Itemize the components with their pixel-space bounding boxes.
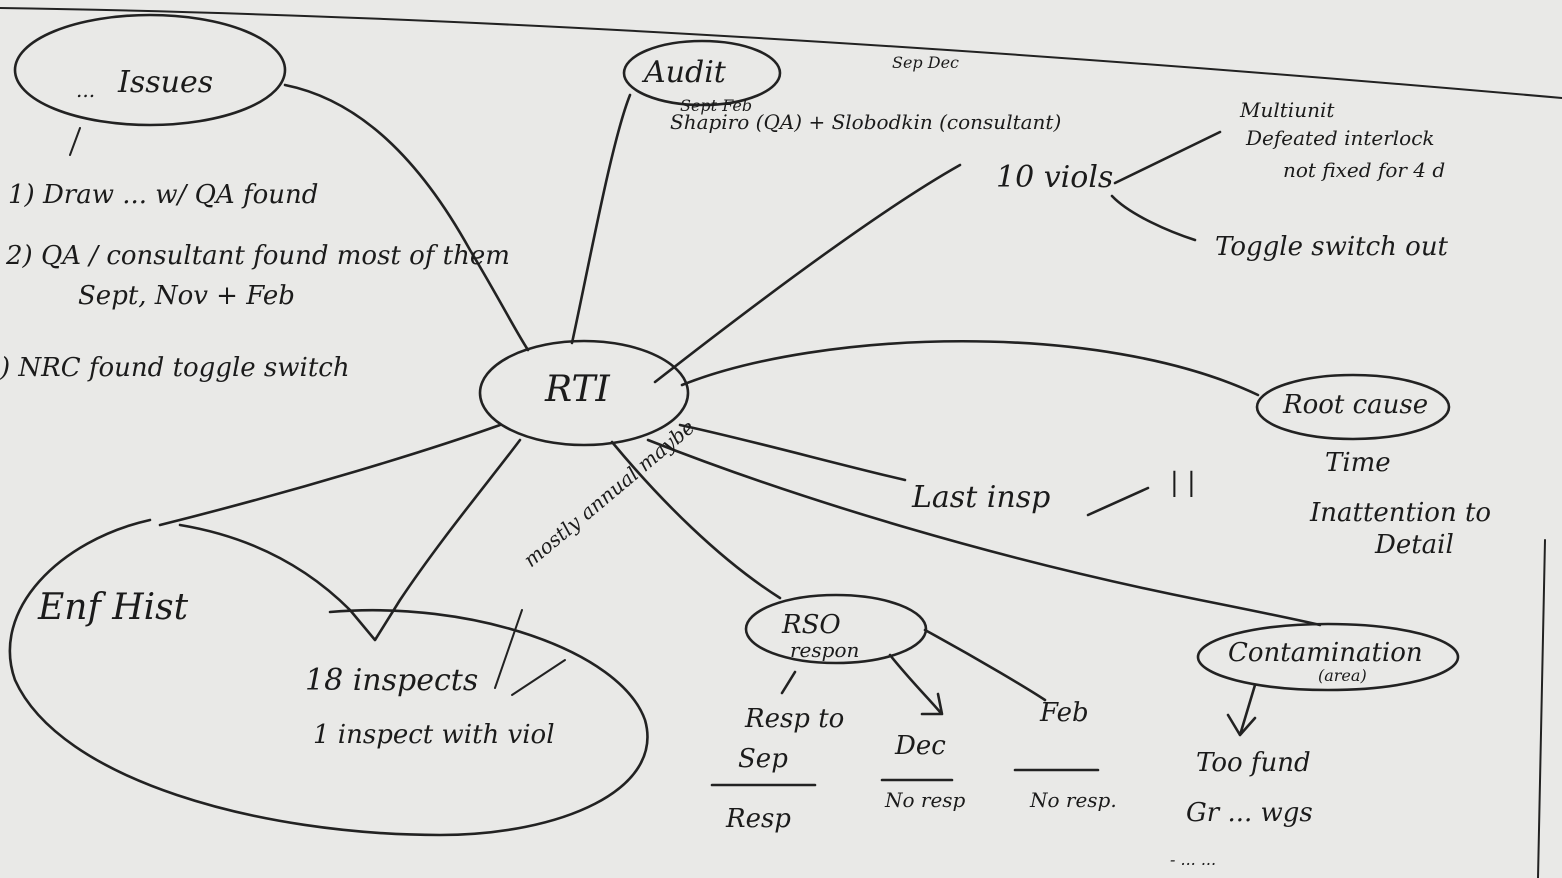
contamination-line: [646, 438, 1322, 627]
viols-upper-branch: [1113, 130, 1222, 185]
rti-oval: [478, 339, 690, 447]
contamination-item-2: Gr ... wgs: [1186, 798, 1313, 828]
enfhist-vee: [178, 438, 522, 642]
rso-branch-feb: [923, 628, 1047, 702]
enf-annotation-line-2: [511, 659, 566, 696]
issues-item-3: ) NRC found toggle switch: [0, 353, 350, 383]
rootcause-item-time: Time: [1325, 448, 1391, 478]
issues-to-rti-line: [283, 83, 530, 352]
enf-annotation-line: [494, 609, 523, 689]
audit-line: [570, 93, 632, 345]
audit-consultants: Shapiro (QA) + Slobodkin (consultant): [670, 110, 1062, 134]
rso-sep-top: Resp to: [745, 704, 845, 734]
viols-label: 10 viols: [996, 160, 1114, 195]
viols-not-fixed: not fixed for 4 d: [1283, 158, 1446, 182]
rso-label: RSO: [782, 610, 841, 640]
paper-edge-top: [0, 7, 1562, 99]
enf-1-inspect-with-viol: 1 inspect with viol: [313, 720, 555, 750]
rootcause-item-inattention: Inattention to: [1310, 498, 1492, 528]
issues-prefix: ...: [76, 78, 96, 102]
issues-label: Issues: [118, 65, 214, 100]
rso-dec-head: Dec: [895, 731, 946, 761]
contamination-item-1: Too fund: [1196, 748, 1311, 778]
audit-months-mid: Sept Feb: [680, 96, 753, 115]
viols-line: [653, 163, 962, 384]
enfhist-line: [158, 423, 502, 527]
rootcause-line: [680, 340, 1260, 397]
rootcause-item-detail: Detail: [1375, 530, 1454, 560]
contamination-item-3: - ... ...: [1170, 850, 1217, 869]
rootcause-label: Root cause: [1283, 390, 1429, 420]
lastinsp-branch: [1086, 486, 1150, 517]
rso-feb-head: Feb: [1040, 698, 1089, 728]
audit-oval: [622, 39, 782, 107]
enfhist-label: Enf Hist: [38, 587, 189, 628]
rso-branch-sep: [780, 670, 797, 695]
rso-feb-bottom: No resp.: [1030, 788, 1117, 812]
rso-branch-dec: [888, 653, 944, 716]
issues-item-1: 1) Draw ... w/ QA found: [8, 180, 319, 210]
enf-18-inspects: 18 inspects: [305, 663, 479, 698]
rso-line: [610, 440, 782, 600]
issues-tick: [69, 127, 81, 156]
lastinsp-marks: | |: [1170, 468, 1196, 498]
center-node: RTI: [545, 369, 610, 410]
rso-sep-head: Sep: [738, 744, 788, 774]
viols-lower-branch: [1110, 194, 1197, 242]
contamination-arrow: [1226, 683, 1257, 737]
rso-oval: [744, 593, 928, 665]
contamination-label: Contamination: [1228, 638, 1423, 668]
lastinsp-label: Last insp: [912, 480, 1051, 515]
lastinsp-line: [678, 423, 907, 482]
contamination-sub: (area): [1318, 666, 1367, 685]
issues-oval: [13, 13, 287, 127]
audit-label: Audit: [644, 55, 726, 90]
viols-toggle-switch: Toggle switch out: [1215, 232, 1449, 262]
rso-sub: respon: [790, 638, 860, 662]
audit-months-top: Sep Dec: [892, 53, 960, 72]
paper-edge-right: [1537, 539, 1546, 878]
rso-dec-bottom: No resp: [885, 788, 966, 812]
issues-item-2-months: Sept, Nov + Feb: [78, 281, 295, 311]
rootcause-oval: [1255, 373, 1451, 441]
viols-defeated-interlock: Defeated interlock: [1246, 126, 1435, 150]
viols-multiunit: Multiunit: [1240, 98, 1335, 122]
contamination-oval: [1196, 622, 1460, 692]
issues-item-2: 2) QA / consultant found most of them: [6, 241, 510, 271]
rso-sep-bottom: Resp: [726, 804, 791, 834]
enfhist-loop: [8, 518, 649, 837]
